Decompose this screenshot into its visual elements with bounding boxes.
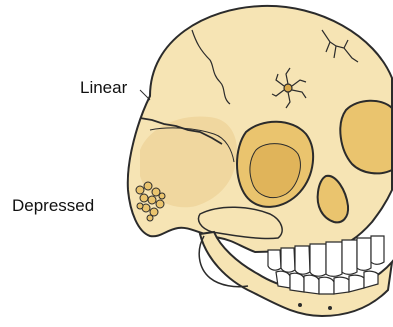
mental-foramen: [328, 306, 332, 310]
tooth: [295, 246, 310, 274]
tooth: [304, 275, 319, 294]
tooth: [276, 271, 290, 288]
tooth: [342, 240, 357, 274]
tooth: [326, 242, 342, 276]
depressed-label: Depressed: [12, 196, 94, 216]
mental-foramen: [298, 303, 302, 307]
tooth: [334, 277, 349, 294]
linear-pointer: [140, 90, 150, 100]
tooth: [357, 238, 371, 270]
tooth: [310, 244, 326, 276]
tooth: [319, 277, 334, 294]
linear-label: Linear: [80, 78, 127, 98]
tooth: [290, 273, 304, 292]
tooth: [281, 248, 295, 272]
tooth: [371, 236, 384, 264]
tooth: [268, 250, 281, 270]
